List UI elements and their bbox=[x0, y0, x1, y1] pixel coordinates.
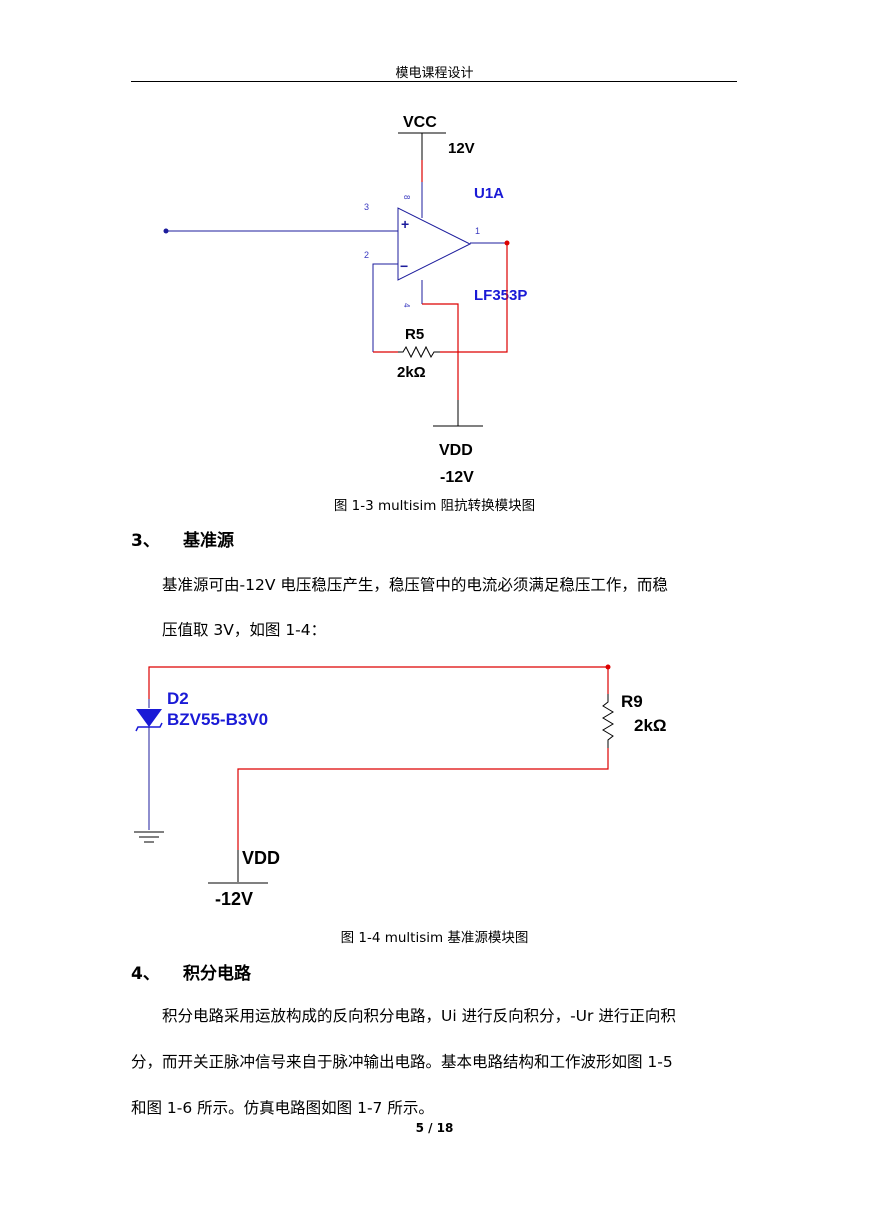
section-3-heading: 3、 基准源 bbox=[131, 526, 234, 551]
section-4-title: 积分电路 bbox=[183, 964, 251, 984]
section-4-paragraph-line-1: 积分电路采用运放构成的反向积分电路，Ui 进行反向积分，-Ur 进行正向积 bbox=[162, 1007, 676, 1025]
vdd-value-label-2: -12V bbox=[215, 889, 253, 909]
r5-value-label: 2kΩ bbox=[397, 364, 426, 381]
figure-1-3-caption: 图 1-3 multisim 阻抗转换模块图 bbox=[333, 498, 536, 514]
wire-r9-to-vdd bbox=[237, 748, 609, 850]
page-header-title: 模电课程设计 bbox=[395, 66, 474, 81]
r5-ref-label: R5 bbox=[405, 326, 424, 343]
pin-3-label: 3 bbox=[364, 202, 369, 212]
zener-diode-body bbox=[136, 709, 162, 727]
wire-inverting-input bbox=[372, 263, 398, 352]
figure-1-4-schematic: D2 BZV55-B3V0 R9 2kΩ VDD -12V bbox=[134, 664, 667, 909]
pin-4-label: 4 bbox=[402, 303, 411, 308]
resistor-r9-symbol bbox=[602, 694, 614, 748]
pin-2-label: 2 bbox=[364, 250, 369, 260]
section-3-title: 基准源 bbox=[183, 531, 234, 551]
r9-ref-label: R9 bbox=[621, 692, 643, 711]
vdd-label: VDD bbox=[439, 442, 473, 459]
wire-vdd-red bbox=[422, 303, 459, 400]
figure-1-3-schematic: VCC 12V 3 + − 8 4 U1A LF353P 1 2 R5 2kΩ … bbox=[163, 114, 527, 486]
section-4-paragraph-line-2: 分，而开关正脉冲信号来自于脉冲输出电路。基本电路结构和工作波形如图 1-5 bbox=[131, 1053, 673, 1071]
r9-value-label: 2kΩ bbox=[634, 716, 667, 735]
section-4-number: 4、 bbox=[131, 964, 160, 984]
section-4-heading: 4、 积分电路 bbox=[131, 959, 251, 984]
wire-top bbox=[148, 666, 609, 699]
section-3-paragraph-line-1: 基准源可由-12V 电压稳压产生，稳压管中的电流必须满足稳压工作，而稳 bbox=[162, 576, 668, 594]
vcc-value-label: 12V bbox=[448, 140, 475, 157]
section-3-paragraph-line-2: 压值取 3V，如图 1-4： bbox=[162, 621, 327, 639]
diode-ref-label: D2 bbox=[167, 689, 189, 708]
opamp-plus-sign: + bbox=[401, 216, 409, 232]
opamp-minus-sign: − bbox=[400, 258, 408, 274]
header-rule bbox=[131, 81, 737, 82]
opamp-ref-label: U1A bbox=[474, 185, 504, 202]
vdd-value-label: -12V bbox=[440, 469, 474, 486]
pin-8-label: 8 bbox=[402, 195, 411, 200]
vcc-label: VCC bbox=[403, 114, 437, 131]
wire-feedback-right bbox=[440, 243, 508, 353]
page-number: 5 / 18 bbox=[415, 1121, 454, 1135]
resistor-r5-symbol bbox=[398, 345, 440, 359]
figure-1-4-caption: 图 1-4 multisim 基准源模块图 bbox=[340, 930, 529, 946]
top-node-dot bbox=[605, 664, 611, 670]
section-3-number: 3、 bbox=[131, 531, 160, 551]
opamp-model-label: LF353P bbox=[474, 287, 527, 304]
opamp-triangle bbox=[397, 207, 472, 281]
diode-model-label: BZV55-B3V0 bbox=[167, 710, 268, 729]
section-4-paragraph-line-3: 和图 1-6 所示。仿真电路图如图 1-7 所示。 bbox=[131, 1099, 434, 1117]
pin-1-label: 1 bbox=[475, 226, 480, 236]
vdd-label-2: VDD bbox=[242, 848, 280, 868]
